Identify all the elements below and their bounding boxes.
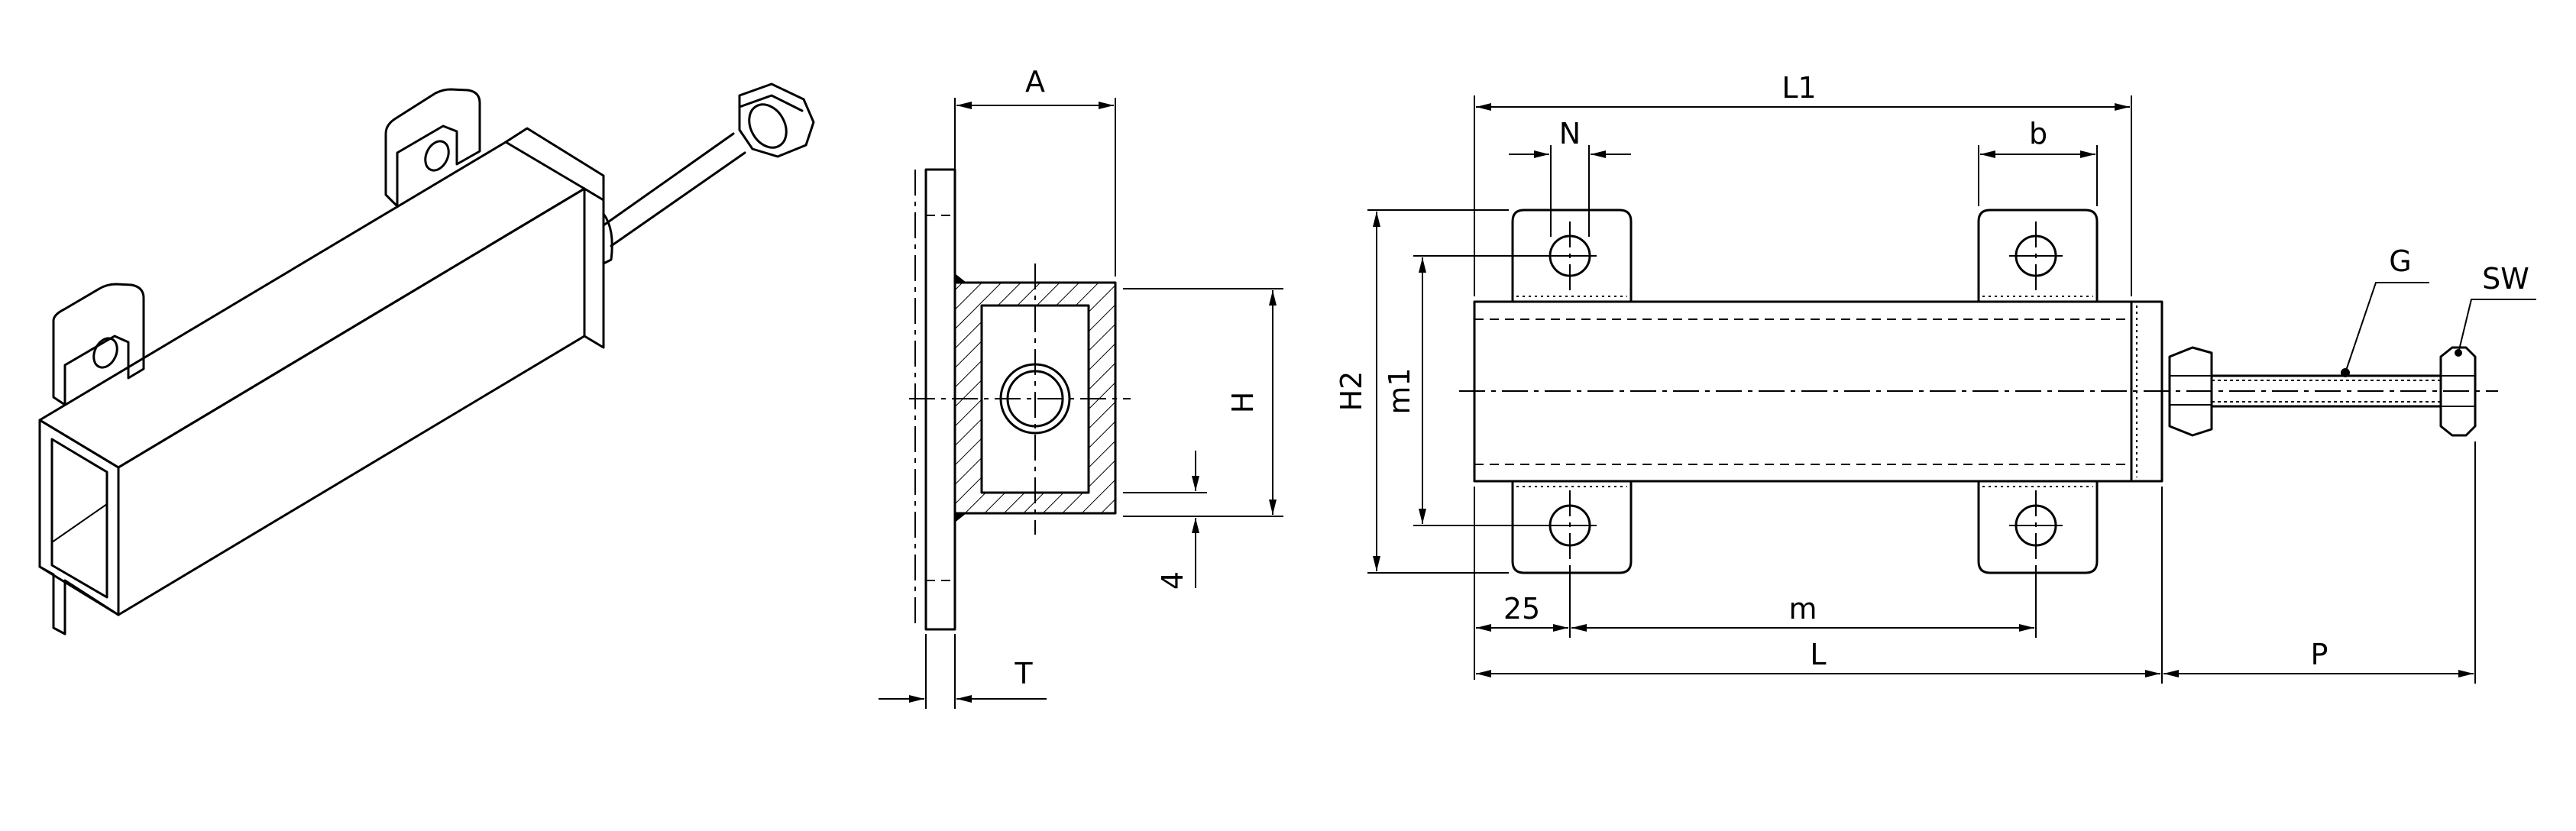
rod-nut-inner-flats (2170, 375, 2212, 406)
section-hatch (955, 283, 1115, 513)
dim-H2-label: H2 (1335, 371, 1368, 412)
iso-tube-opening (50, 438, 108, 599)
rod-end-nut (2439, 346, 2477, 437)
lug-welds (1516, 296, 2093, 487)
lug-bottom-right (1977, 480, 2099, 574)
section-tube-inner (980, 304, 1090, 494)
iso-front-lug (52, 283, 145, 406)
iso-rod-collar (602, 212, 613, 265)
dim-G-label: G (2389, 244, 2411, 278)
iso-rod (602, 132, 746, 247)
rod-thread (2212, 380, 2441, 403)
section-tube-outer (953, 281, 1117, 515)
lug-top-left (1511, 209, 1633, 303)
dim-T-label: T (1014, 657, 1033, 690)
iso-nut (738, 82, 815, 158)
dim-b-label: b (2029, 117, 2047, 150)
rod-end-nut-flats (2441, 375, 2475, 407)
iso-tube-side (117, 187, 586, 616)
lug-top-right (1977, 209, 2099, 303)
iso-bottom-flange (38, 565, 120, 635)
dim-L1-label: L1 (1782, 71, 1816, 105)
dim-L-label: L (1810, 638, 1826, 671)
section-view: A H 4 T (879, 65, 1283, 709)
dim-25-label: 25 (1503, 592, 1540, 626)
iso-back-lug (384, 88, 481, 208)
dim-G-leader (2345, 282, 2429, 373)
iso-front-lug-hole (92, 337, 118, 369)
iso-tube-top (38, 141, 586, 469)
rod-nut-inner (2168, 346, 2213, 437)
dim-A-label: A (1025, 65, 1045, 99)
dim-m1-label: m1 (1383, 367, 1416, 414)
dim-N-label: N (1559, 117, 1581, 150)
dim-H-label: H (1226, 392, 1260, 414)
dim-SW-leader (2458, 299, 2536, 354)
iso-back-lug-hole (424, 140, 450, 172)
dim-SW-label: SW (2482, 262, 2529, 296)
front-view: L1 N b H2 m1 G SW 25 (1335, 71, 2536, 684)
iso-tube-inner-edge (51, 503, 108, 543)
lug-bottom-left (1511, 480, 1633, 574)
dim-m-label: m (1788, 592, 1817, 626)
iso-end-block (504, 127, 605, 349)
dim-P-label: P (2311, 638, 2328, 671)
isometric-view (38, 82, 815, 635)
dim-4-label: 4 (1156, 571, 1189, 590)
iso-nut-bore (748, 103, 788, 149)
